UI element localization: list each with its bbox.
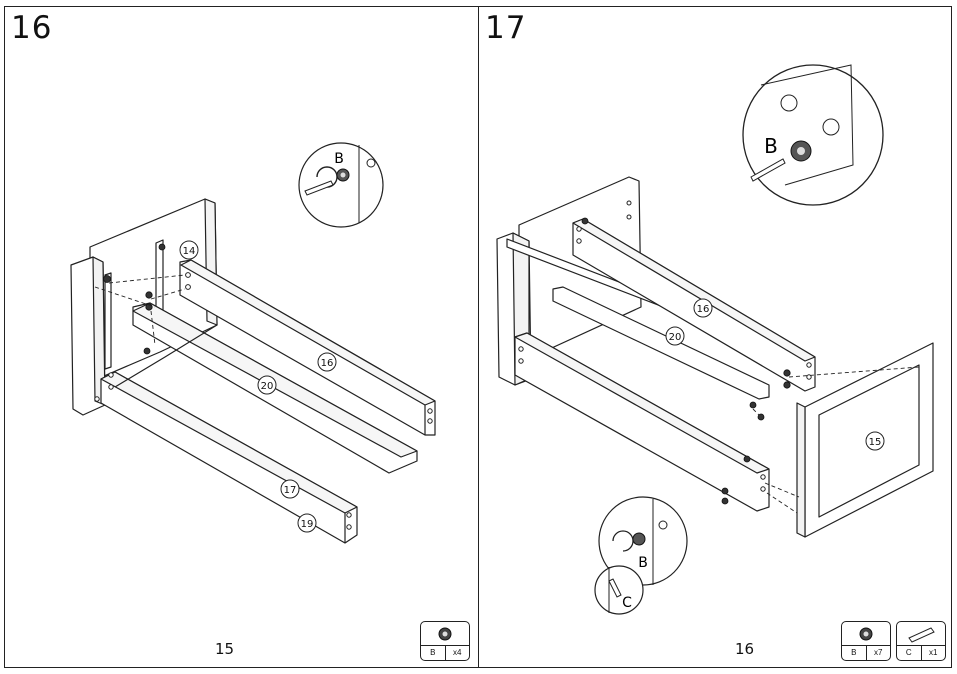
detail-label-b-bottom: B (638, 555, 648, 571)
part-label-16: 16 (321, 358, 334, 369)
hardware-quantity: x4 (453, 648, 462, 657)
detail-callout-cam: B (598, 496, 688, 586)
hardware-code: B (421, 646, 446, 660)
detail-label-c: C (622, 595, 632, 611)
detail-label-b: B (334, 151, 344, 167)
step-number: 17 (485, 10, 527, 46)
detail-callout-cam-lock: B (298, 142, 384, 228)
part-label-15: 15 (869, 437, 882, 448)
hardware-code: B (842, 646, 867, 660)
detail-callout-top: B (742, 64, 884, 206)
instruction-page-step-17: 17 (478, 6, 952, 668)
detail-callout-dowel: C (594, 565, 644, 615)
dowel-icon (908, 627, 935, 643)
assembly-drawing-step-17: 16 20 15 B B C (496, 64, 934, 615)
cam-lock-icon (438, 627, 452, 641)
page-number: 15 (215, 640, 235, 658)
instruction-page-step-16: 16 (4, 6, 479, 668)
part-label-17: 17 (284, 485, 297, 496)
part-label-19: 19 (301, 519, 314, 530)
part-label-14: 14 (183, 246, 196, 257)
hardware-box-c: C x1 (896, 621, 946, 661)
part-label-20: 20 (669, 332, 682, 343)
assembly-drawing-step-16: 14 16 20 17 19 B (70, 142, 436, 544)
rail-part-20 (552, 286, 770, 400)
hardware-quantity: x1 (929, 648, 938, 657)
page-number: 16 (735, 640, 755, 658)
part-label-16: 16 (697, 304, 710, 315)
hardware-quantity: x7 (874, 648, 883, 657)
step-number: 16 (11, 10, 53, 46)
hardware-box-b: B x4 (420, 621, 470, 661)
hardware-code: C (897, 646, 922, 660)
hardware-box-b: B x7 (841, 621, 891, 661)
part-label-20: 20 (261, 381, 274, 392)
cam-lock-icon (859, 627, 873, 641)
detail-label-b-top: B (764, 134, 778, 158)
